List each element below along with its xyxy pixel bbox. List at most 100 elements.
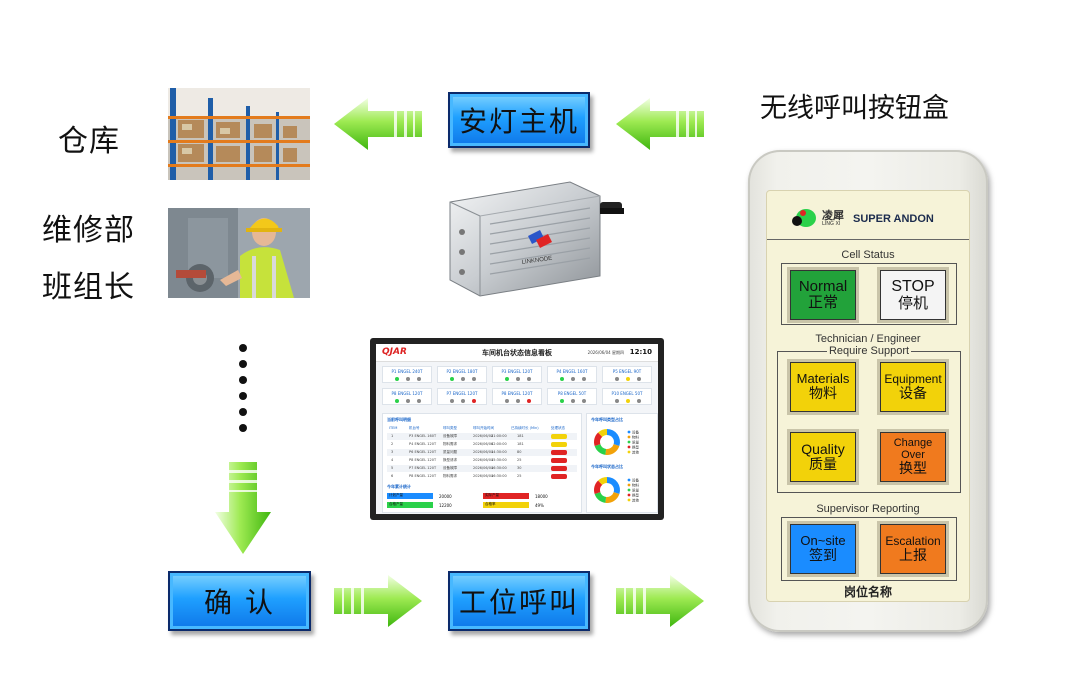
quality-button[interactable]: Quality 质量	[790, 432, 856, 482]
dashboard-header: QJAR 车间机台状态信息看板 2026/06/04 星期四 12:10	[376, 344, 658, 362]
materials-button-holder: Materials 物料	[787, 359, 859, 415]
escalation-button[interactable]: Escalation 上报	[880, 524, 946, 574]
summary-title: 今年累计统计	[387, 484, 411, 489]
dashboard-logo: QJAR	[382, 347, 407, 357]
table-cell: 物料需求	[443, 474, 457, 478]
status-light-icon	[615, 399, 619, 403]
status-pill	[551, 458, 567, 463]
onsite-button[interactable]: On~site 签到	[790, 524, 856, 574]
summary-label: 实际产量	[483, 493, 529, 499]
andon-host-box: 安灯主机	[448, 92, 590, 148]
onsite-button-en: On~site	[800, 533, 846, 549]
normal-button-holder: Normal 正常	[787, 267, 859, 323]
supervisor-frame	[781, 517, 957, 581]
machine-cell: P4 ENGEL 160T	[547, 366, 597, 383]
status-light-icon	[626, 377, 630, 381]
legend-marker	[627, 440, 631, 444]
status-light-icon	[395, 399, 399, 403]
status-light-icon	[516, 377, 520, 381]
confirm-box: 确 认	[168, 571, 311, 631]
brand-name-cn: 凌犀	[822, 209, 844, 222]
status-light-icon	[417, 399, 421, 403]
status-light-icon	[626, 399, 630, 403]
table-cell: 2026/06/04	[473, 458, 494, 462]
status-light-icon	[582, 399, 586, 403]
escalation-button-en: Escalation	[885, 533, 941, 548]
machine-cell-name: P10 ENGEL 50T	[611, 391, 643, 396]
status-light-icon	[472, 399, 476, 403]
legend-label: 设备	[632, 430, 640, 435]
table-cell: 2026/06/04	[473, 466, 494, 470]
cell-status-label: Cell Status	[841, 249, 895, 261]
quality-button-cn: 质量	[809, 456, 837, 472]
materials-button-cn: 物料	[809, 385, 837, 402]
machine-cell-name: P5 ENGEL 90T	[612, 369, 642, 374]
status-pill	[551, 474, 567, 479]
machine-cell: P1 ENGEL 240T	[382, 366, 432, 383]
materials-button-en: Materials	[796, 371, 850, 387]
dashboard-title: 车间机台状态信息看板	[482, 349, 552, 357]
pie-slice	[594, 492, 607, 503]
stop-button-cn: 停机	[897, 294, 928, 312]
divider	[767, 239, 969, 240]
dashboard-date: 2026/06/04 星期四	[587, 350, 624, 355]
andon-router-device: LINKNODE	[440, 172, 630, 300]
table-cell: 设备故障	[443, 466, 457, 470]
quality-button-en: Quality	[801, 440, 845, 457]
status-pill	[551, 442, 567, 447]
escalation-button-holder: Escalation 上报	[877, 521, 949, 577]
equipment-button-en: Equipment	[884, 371, 942, 386]
legend-marker	[627, 493, 631, 497]
stop-button[interactable]: STOP 停机	[880, 270, 946, 320]
normal-button[interactable]: Normal 正常	[790, 270, 856, 320]
station-name-label: 岗位名称	[843, 585, 892, 599]
status-light-icon	[527, 377, 531, 381]
table-cell: 02:00:00	[491, 442, 507, 446]
legend-marker	[627, 445, 631, 449]
wireless-call-box: 凌犀 LING XI SUPER ANDON Cell Status Norma…	[748, 150, 988, 632]
changeover-button-en: Change Over	[893, 437, 933, 462]
status-light-icon	[516, 399, 520, 403]
brand-logo-icon	[791, 207, 817, 233]
table-cell: 25	[517, 474, 522, 478]
table-cell: P6 ENGEL 120T	[409, 450, 437, 454]
label-maintenance: 维修部	[42, 213, 135, 248]
materials-button[interactable]: Materials 物料	[790, 362, 856, 412]
table-cell: 5	[391, 466, 394, 470]
table-cell: 25	[517, 458, 522, 462]
table-cell: P4 ENGEL 120T	[409, 442, 437, 446]
status-light-icon	[582, 377, 586, 381]
legend-marker	[627, 430, 631, 434]
quality-button-holder: Quality 质量	[787, 429, 859, 485]
table-cell: 16:30:00	[491, 466, 507, 470]
changeover-button[interactable]: Change Over 换型	[880, 432, 946, 482]
table-header-cell: 已持续时长 (Min)	[511, 426, 539, 430]
table-cell: 6	[391, 474, 394, 478]
pie-slice	[598, 477, 607, 485]
legend-label: 物料	[632, 483, 640, 488]
summary-value: 12200	[439, 503, 452, 508]
machine-cell-name: P7 ENGEL 120T	[446, 391, 478, 396]
machine-cell: P5 ENGEL 90T	[602, 366, 652, 383]
table-cell: 14:30:00	[491, 450, 507, 454]
summary-label: 计划产量	[387, 493, 433, 499]
arrow-right-icon	[616, 573, 704, 629]
onsite-button-cn: 签到	[809, 547, 837, 564]
arrow-left-icon	[334, 96, 422, 152]
maintenance-photo	[168, 208, 310, 298]
legend-marker	[627, 498, 631, 502]
brand-name-pinyin: LING XI	[822, 221, 841, 227]
status-light-icon	[615, 377, 619, 381]
table-cell: 换型请求	[443, 458, 457, 462]
equipment-button[interactable]: Equipment 设备	[880, 362, 946, 412]
equipment-button-holder: Equipment 设备	[877, 359, 949, 415]
table-cell: 181	[517, 442, 524, 446]
legend-label: 其他	[632, 498, 640, 503]
table-cell: 1	[391, 434, 394, 438]
pie-slice	[594, 432, 603, 447]
dashboard-screen: QJAR 车间机台状态信息看板 2026/06/04 星期四 12:10 P1 …	[376, 344, 658, 514]
